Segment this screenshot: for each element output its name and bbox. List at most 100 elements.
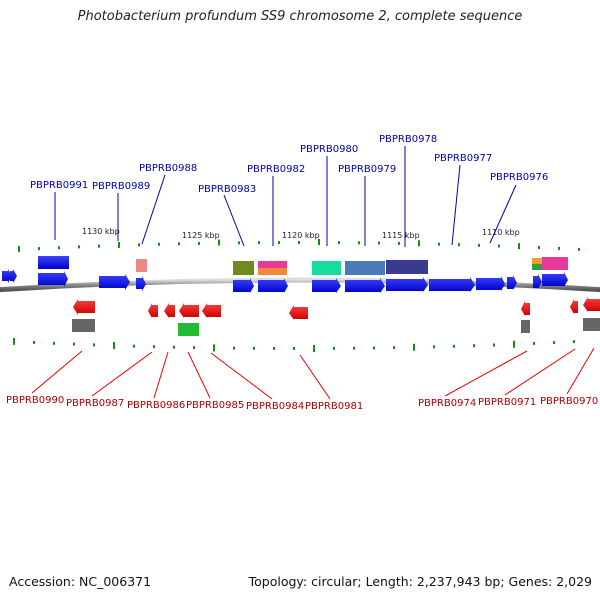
scale-ticks-top [18, 239, 580, 253]
gene-label-pbprb0971[interactable]: PBPRB0971 [478, 397, 536, 408]
scale-tick [173, 345, 175, 349]
gene-label-pbprb0991[interactable]: PBPRB0991 [30, 180, 88, 191]
forward-gene[interactable] [533, 274, 542, 289]
gene-label-pbprb0990[interactable]: PBPRB0990 [6, 395, 64, 406]
scale-tick [553, 341, 555, 345]
feature-block-multi[interactable] [532, 258, 542, 264]
feature-block-gray[interactable] [521, 320, 530, 333]
scale-tick [158, 242, 160, 246]
forward-gene[interactable] [233, 278, 254, 293]
forward-gene[interactable] [10, 269, 17, 283]
forward-gene[interactable] [312, 278, 341, 293]
gene-label-pbprb0970[interactable]: PBPRB0970 [540, 396, 598, 407]
gene-label-pbprb0978[interactable]: PBPRB0978 [379, 134, 437, 145]
scale-tick [113, 342, 115, 350]
reverse-gene[interactable] [583, 297, 600, 312]
feature-block-green[interactable] [178, 323, 199, 336]
scale-tick [353, 346, 355, 350]
gene-label-pbprb0974[interactable]: PBPRB0974 [418, 398, 476, 409]
reverse-gene[interactable] [521, 301, 530, 316]
feature-block-gray[interactable] [583, 318, 600, 331]
feature-blocks [136, 257, 568, 275]
forward-gene[interactable] [476, 276, 505, 291]
scale-tick [18, 246, 20, 253]
gene-label-pbprb0989[interactable]: PBPRB0989 [92, 181, 150, 192]
reverse-gene[interactable] [570, 299, 578, 314]
scale-tick [438, 242, 440, 246]
forward-gene[interactable] [2, 269, 12, 283]
reverse-gene[interactable] [73, 299, 95, 315]
forward-gene[interactable] [386, 277, 428, 292]
feature-block-steelblue[interactable] [345, 261, 385, 275]
gene-label-pbprb0980[interactable]: PBPRB0980 [300, 144, 358, 155]
scale-label-1115: 1115 kbp [382, 231, 420, 240]
gene-label-pbprb0986[interactable]: PBPRB0986 [127, 400, 185, 411]
scale-tick [378, 241, 380, 245]
scale-label-1130: 1130 kbp [82, 227, 120, 236]
forward-gene[interactable] [258, 278, 288, 293]
feature-block-magenta[interactable] [542, 257, 568, 270]
scale-tick [513, 340, 515, 348]
gene-label-pbprb0979[interactable]: PBPRB0979 [338, 164, 396, 175]
gene-label-pbprb0988[interactable]: PBPRB0988 [139, 163, 197, 174]
reverse-gene[interactable] [289, 305, 308, 320]
scale-tick [338, 241, 340, 245]
scale-tick [118, 241, 120, 248]
scale-tick [318, 239, 320, 246]
forward-gene[interactable] [136, 276, 146, 291]
scale-tick [478, 243, 480, 247]
scale-tick [453, 344, 455, 348]
bottom-leader-lines [31, 347, 595, 400]
feature-block-magenta-orange[interactable] [258, 268, 287, 275]
reverse-gene[interactable] [179, 303, 199, 318]
scale-ticks-bottom [13, 337, 575, 352]
scale-tick [518, 243, 520, 250]
gene-label-pbprb0985[interactable]: PBPRB0985 [186, 400, 244, 411]
feature-block-pink[interactable] [136, 259, 147, 272]
reverse-gene[interactable] [164, 303, 175, 318]
forward-gene[interactable] [542, 272, 568, 287]
scale-label-1125: 1125 kbp [182, 231, 220, 240]
scale-tick [238, 241, 240, 245]
forward-gene[interactable] [345, 278, 385, 293]
feature-block-darkblue[interactable] [386, 260, 428, 274]
forward-gene[interactable] [99, 274, 130, 290]
scale-tick [218, 239, 220, 246]
forward-gene[interactable] [507, 275, 517, 290]
forward-gene[interactable] [38, 256, 69, 269]
scale-tick [178, 242, 180, 246]
scale-tick [273, 346, 275, 350]
forward-genes [2, 256, 568, 293]
scale-tick [538, 246, 540, 250]
gene-label-pbprb0981[interactable]: PBPRB0981 [305, 401, 363, 412]
scale-tick [298, 241, 300, 245]
scale-tick [373, 346, 375, 350]
forward-gene[interactable] [38, 271, 68, 287]
feature-block-olive[interactable] [233, 261, 254, 275]
scale-tick [193, 346, 195, 350]
gene-label-pbprb0982[interactable]: PBPRB0982 [247, 164, 305, 175]
scale-tick [73, 342, 75, 346]
gene-label-pbprb0987[interactable]: PBPRB0987 [66, 398, 124, 409]
scale-tick [78, 245, 80, 249]
forward-gene[interactable] [429, 277, 475, 292]
feature-block-magenta-orange[interactable] [258, 261, 287, 268]
scale-tick [413, 343, 415, 351]
scale-tick [473, 344, 475, 348]
scale-tick [98, 244, 100, 248]
reverse-gene[interactable] [202, 303, 221, 318]
scale-tick [558, 246, 560, 250]
feature-block-gray[interactable] [72, 319, 95, 332]
reverse-gene[interactable] [148, 303, 158, 318]
reverse-genes [73, 297, 600, 320]
gene-label-pbprb0983[interactable]: PBPRB0983 [198, 184, 256, 195]
gene-label-pbprb0977[interactable]: PBPRB0977 [434, 153, 492, 164]
gene-label-pbprb0984[interactable]: PBPRB0984 [246, 401, 304, 412]
scale-tick [433, 345, 435, 349]
feature-block-multi[interactable] [532, 264, 542, 270]
feature-block-teal[interactable] [312, 261, 341, 275]
scale-label-1110: 1110 kbp [482, 228, 520, 237]
gene-label-pbprb0976[interactable]: PBPRB0976 [490, 172, 548, 183]
